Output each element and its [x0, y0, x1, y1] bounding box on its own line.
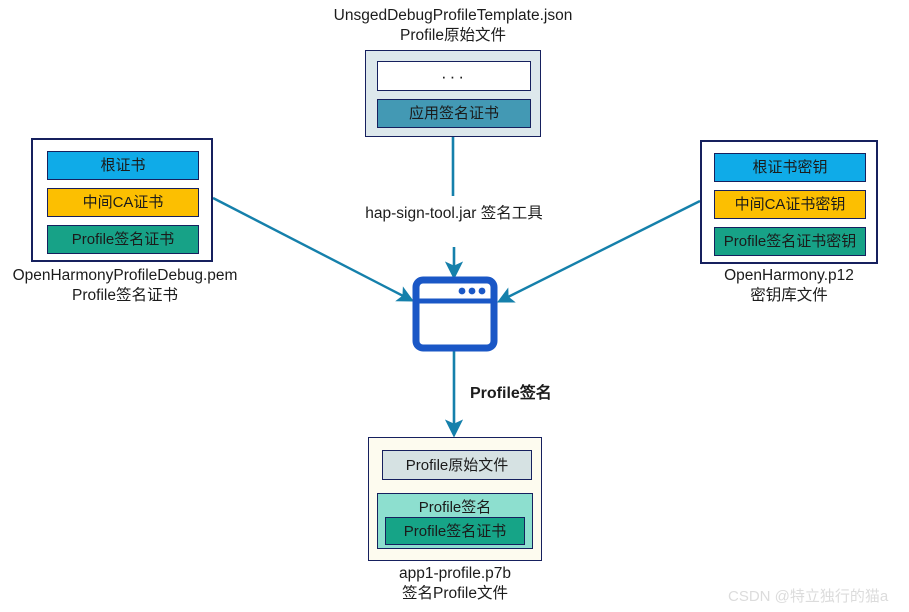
top-title: UnsgedDebugProfileTemplate.json Profile原…	[303, 6, 603, 46]
bottom-p7b-caption: app1-profile.p7b 签名Profile文件	[355, 564, 555, 604]
right-p12-caption-line1: OpenHarmony.p12	[724, 267, 854, 284]
top-app-sign-cert-chip: 应用签名证书	[377, 99, 531, 128]
left-chip-profile-cert: Profile签名证书	[47, 225, 199, 254]
right-chip-profile-cert-key: Profile签名证书密钥	[714, 227, 866, 256]
bottom-p7b-caption-line1: app1-profile.p7b	[398, 565, 512, 582]
top-title-line1: UnsgedDebugProfileTemplate.json	[333, 7, 573, 24]
left-chip-root-cert: 根证书	[47, 151, 199, 180]
left-pem-caption-line1: OpenHarmonyProfileDebug.pem	[12, 267, 238, 284]
right-p12-box: 根证书密钥 中间CA证书密钥 Profile签名证书密钥	[700, 140, 878, 264]
left-pem-box: 根证书 中间CA证书 Profile签名证书	[31, 138, 213, 262]
top-ellipsis-chip: ···	[377, 61, 531, 91]
right-p12-caption-line2: 密钥库文件	[750, 287, 828, 304]
bottom-p7b-box: Profile原始文件 Profile签名 Profile签名证书	[368, 437, 542, 561]
right-chip-root-cert-key: 根证书密钥	[714, 153, 866, 182]
top-profile-template-box: ··· 应用签名证书	[365, 50, 541, 137]
left-pem-caption-line2: Profile签名证书	[72, 287, 178, 304]
bottom-chip-profile-sign-cert: Profile签名证书	[385, 517, 525, 545]
csdn-watermark: CSDN @特立独行的猫a	[728, 588, 889, 605]
sign-tool-label-line2: 签名工具	[480, 205, 543, 222]
bottom-chip-raw-profile: Profile原始文件	[382, 450, 532, 480]
right-p12-caption: OpenHarmony.p12 密钥库文件	[664, 266, 909, 306]
left-chip-ca-cert: 中间CA证书	[47, 188, 199, 217]
profile-sign-process-label: Profile签名	[470, 385, 552, 402]
bottom-p7b-caption-line2: 签名Profile文件	[402, 585, 508, 602]
sign-tool-label: hap-sign-tool.jar 签名工具	[354, 204, 554, 224]
right-chip-ca-cert-key: 中间CA证书密钥	[714, 190, 866, 219]
left-pem-caption: OpenHarmonyProfileDebug.pem Profile签名证书	[0, 266, 250, 306]
sign-tool-label-line1: hap-sign-tool.jar	[365, 205, 477, 222]
top-title-line2: Profile原始文件	[400, 27, 506, 44]
window-app-icon	[412, 276, 498, 352]
